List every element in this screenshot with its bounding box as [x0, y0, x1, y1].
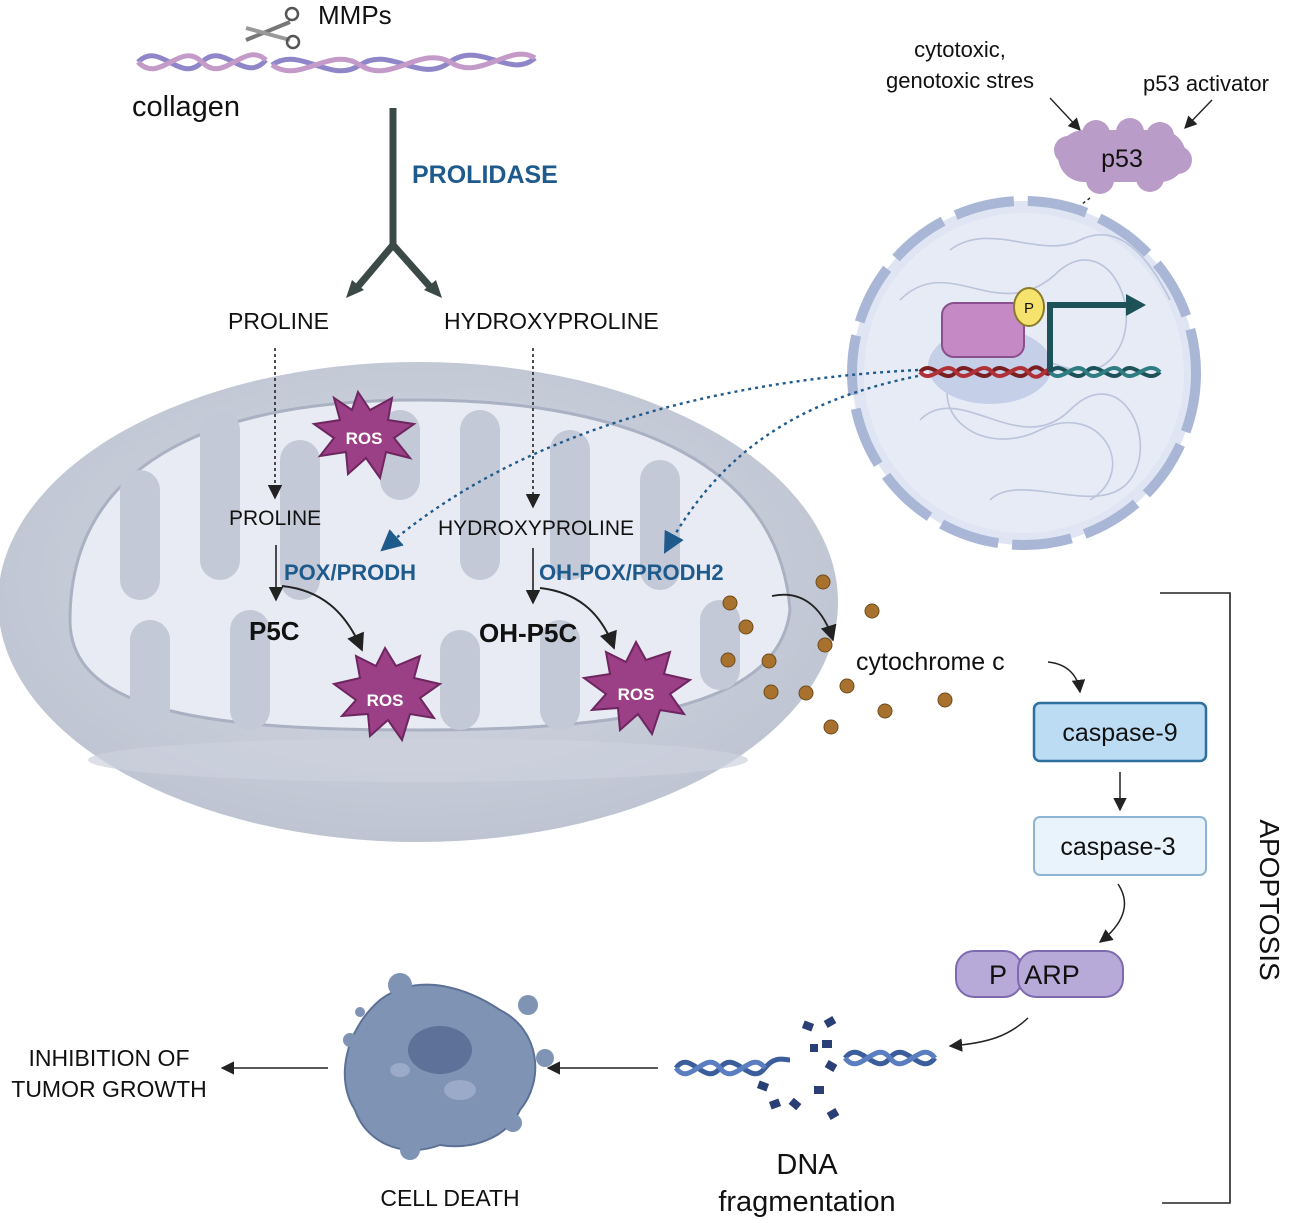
p5c-ros-arrow — [281, 585, 364, 652]
oh-pox-prodh2-label: OH-POX/PRODH2 — [539, 560, 724, 585]
cytochrome-c-label: cytochrome c — [856, 648, 1005, 676]
ros-left-label: ROS — [367, 691, 404, 710]
phospho-label: P — [1024, 300, 1034, 317]
p53-protein-icon: p53 — [1054, 118, 1192, 194]
caspase-9-box: caspase-9 — [1032, 701, 1208, 763]
cytochrome-c-dots — [720, 574, 953, 735]
ohp5c-ros-arrow — [539, 587, 617, 650]
inner-proline-label: PROLINE — [229, 507, 321, 530]
ros-burst-left-icon: ROS — [331, 645, 443, 743]
stress-label-line1: cytotoxic, — [914, 37, 1006, 62]
parp-cleaved-icon: P ARP — [955, 950, 1124, 998]
activator-arrow — [1184, 99, 1213, 129]
p53-activator-label: p53 activator — [1143, 71, 1269, 96]
dying-cell-icon — [343, 973, 554, 1160]
oh-p5c-label: OH-P5C — [479, 618, 577, 648]
p5c-label: P5C — [249, 616, 300, 646]
transcription-start-arrow — [1047, 294, 1146, 372]
mmps-label: MMPs — [318, 0, 392, 30]
collagen-fragment-left-icon — [136, 52, 268, 72]
prolidase-branch-arrow — [346, 108, 442, 298]
parp-p-label: P — [989, 960, 1007, 990]
prolidase-label: PROLIDASE — [412, 161, 558, 189]
inhibition-label-line2: TUMOR GROWTH — [11, 1076, 206, 1102]
dna-label-line1: DNA — [776, 1149, 838, 1181]
collagen-fragment-right-icon — [270, 51, 537, 74]
caspase-3-label: caspase-3 — [1060, 833, 1175, 861]
parp-arp-label: ARP — [1024, 960, 1080, 990]
inhibition-label-line1: INHIBITION OF — [29, 1045, 190, 1071]
collagen-label: collagen — [132, 91, 240, 123]
scissors-icon — [245, 6, 301, 50]
p53-to-pox-arrow — [380, 368, 919, 552]
apoptosis-label: APOPTOSIS — [1254, 819, 1285, 980]
phosphate-icon: P — [1013, 287, 1045, 327]
parp-to-dna-arrow — [948, 1017, 1029, 1052]
stress-label-line2: genotoxic stres — [886, 68, 1034, 93]
p53-to-ohpox-arrow — [663, 374, 919, 554]
dna-promoter-icon — [918, 365, 1162, 379]
stress-arrow — [1049, 97, 1081, 131]
cytochrome-release-arrow — [771, 593, 837, 642]
cytochrome-to-caspase9-arrow — [1047, 661, 1086, 694]
dna-fragmentation-icon — [673, 1016, 937, 1120]
ros-right-label: ROS — [618, 685, 655, 704]
dna-label-line2: fragmentation — [718, 1186, 895, 1218]
cell-death-label: CELL DEATH — [380, 1185, 519, 1211]
proline-label: PROLINE — [228, 308, 329, 334]
ros-burst-top-icon: ROS — [311, 389, 417, 481]
hydroxyproline-label: HYDROXYPROLINE — [444, 308, 659, 334]
caspase3-to-parp-arrow — [1098, 883, 1126, 943]
ros-top-label: ROS — [346, 429, 383, 448]
ros-burst-right-icon: ROS — [581, 639, 693, 737]
caspase-3-box: caspase-3 — [1033, 816, 1207, 876]
mitochondrion — [0, 362, 838, 842]
apoptosis-bracket — [1160, 592, 1231, 1204]
p53-label: p53 — [1101, 145, 1143, 173]
nuclear-p53-icon — [941, 302, 1025, 358]
inner-hydroxyproline-label: HYDROXYPROLINE — [438, 517, 634, 540]
pox-prodh-label: POX/PRODH — [284, 560, 416, 585]
caspase-9-label: caspase-9 — [1062, 719, 1177, 747]
